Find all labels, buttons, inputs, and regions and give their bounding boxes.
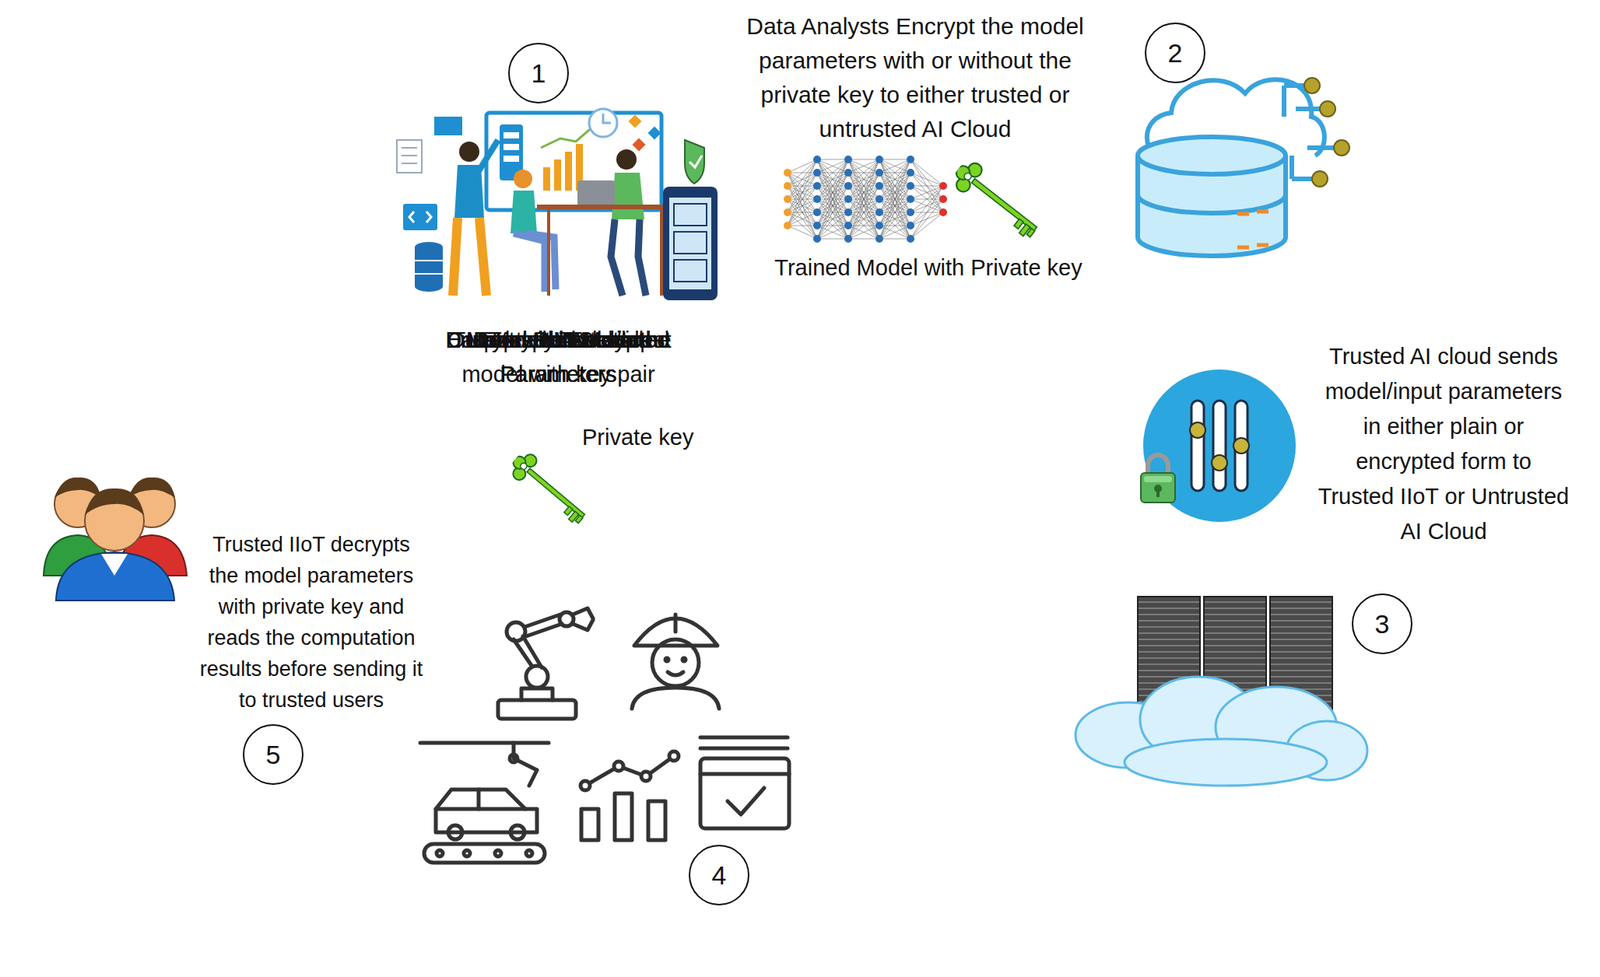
icon-area	[392, 101, 724, 324]
label-holder: Trained Model with Private key	[741, 251, 1116, 286]
lock-circle	[1140, 369, 1296, 523]
callout-number: 3	[1351, 593, 1413, 655]
icon-area	[392, 101, 724, 324]
server-rack-icon	[1137, 596, 1333, 730]
label-holder: Trusted IIoT decrypts the model paramete…	[197, 529, 425, 716]
label-holder: 1	[508, 42, 569, 104]
key-icon	[505, 447, 593, 529]
callout-number: 1	[508, 42, 569, 104]
trusted-cloud-icon	[1137, 77, 1350, 257]
label-holder: 3	[1351, 593, 1413, 655]
key-icon	[947, 155, 1046, 243]
label-holder: Private key	[582, 421, 723, 456]
label-holder: Data Analysts Encrypt the model paramete…	[732, 9, 1099, 147]
analysts-node: Decrypted Model Parameters	[392, 101, 724, 392]
icon-area	[392, 101, 724, 324]
callout-number: 5	[242, 724, 304, 786]
callout-number: 4	[688, 845, 750, 906]
iiot-icons	[420, 608, 790, 864]
label-holder: 2	[1144, 22, 1206, 84]
label-holder: 5	[242, 724, 304, 786]
label-holder: Decrypted Model Parameters	[426, 323, 692, 392]
edge-label: Trained Model with Private key	[741, 251, 1116, 286]
icon-area	[392, 101, 724, 324]
icon-area	[392, 101, 724, 324]
analysts-node: Untrusted AI cloud	[392, 101, 724, 358]
node-label: Decrypted Model Parameters	[426, 323, 692, 392]
icon-area	[392, 101, 724, 324]
analysts-node: Trusted IIoT Services	[392, 101, 724, 358]
cloud-icon	[1075, 677, 1368, 786]
annotation-note: Trusted IIoT decrypts the model paramete…	[197, 529, 425, 716]
annotation-note: Trusted AI cloud sends model/input param…	[1315, 339, 1572, 550]
annotation-note: Data Analysts Encrypt the model paramete…	[732, 9, 1099, 147]
callout-number: 2	[1144, 22, 1206, 84]
analysts-node: Trusted AI cloud	[392, 101, 724, 358]
edge-label: Private key	[582, 421, 723, 456]
users-icon	[43, 477, 187, 601]
icon-area	[392, 101, 724, 324]
icon-area	[392, 101, 724, 324]
label-holder: 4	[688, 845, 750, 906]
analysts-node: Model Parameters	[392, 101, 724, 358]
analysts-node: Trusted Users	[392, 101, 724, 358]
analysts-illustration	[396, 108, 718, 301]
neural-network-icon	[783, 155, 948, 243]
icon-area	[392, 101, 724, 324]
label-holder: Trusted AI cloud sends model/input param…	[1315, 339, 1572, 550]
